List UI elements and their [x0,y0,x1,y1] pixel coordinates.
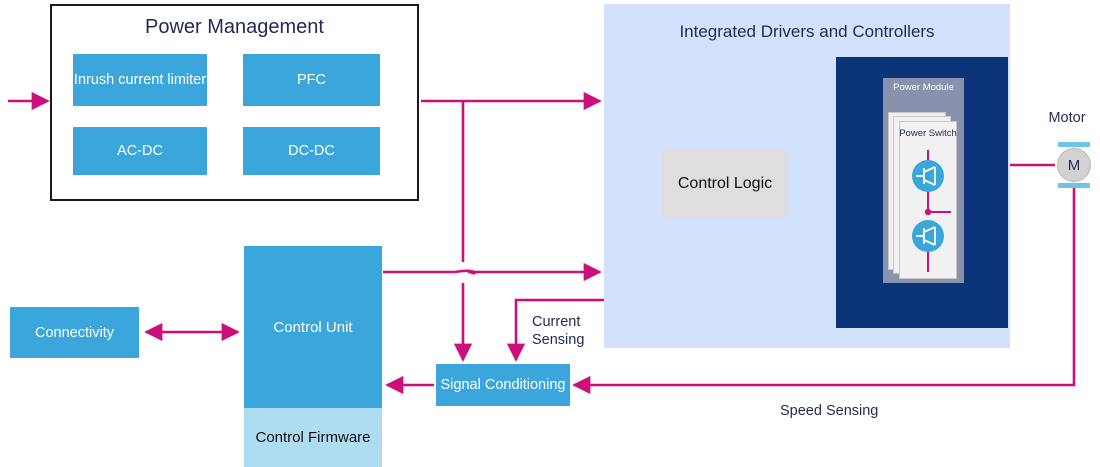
power-switch-label: Power Switch [899,128,957,139]
motor-terminal-top [1058,142,1090,147]
motor-terminal-bottom [1058,183,1090,188]
block-control-firmware[interactable]: Control Firmware [244,408,382,467]
power-management-title: Power Management [145,16,324,38]
label-current-sensing: Current Sensing [532,314,585,349]
block-connectivity[interactable]: Connectivity [10,307,139,358]
integrated-drivers-title: Integrated Drivers and Controllers [679,22,935,41]
block-signal-conditioning[interactable]: Signal Conditioning [436,364,570,406]
motor-symbol[interactable]: M [1057,148,1091,182]
motor-label: Motor [1048,110,1086,126]
block-control-unit[interactable]: Control Unit [244,246,382,408]
power-switch-symbols [912,150,951,272]
wire-speed-sensing [572,186,1076,395]
power-module-label: Power Module [893,82,954,93]
block-inrush-current-limiter[interactable]: Inrush current limiter [73,54,207,106]
label-speed-sensing: Speed Sensing [780,403,879,419]
block-control-logic[interactable]: Control Logic [662,150,788,218]
wire-current-sensing [506,298,604,362]
block-pfc[interactable]: PFC [243,54,380,106]
block-dc-dc[interactable]: DC-DC [243,127,380,175]
block-ac-dc[interactable]: AC-DC [73,127,207,175]
